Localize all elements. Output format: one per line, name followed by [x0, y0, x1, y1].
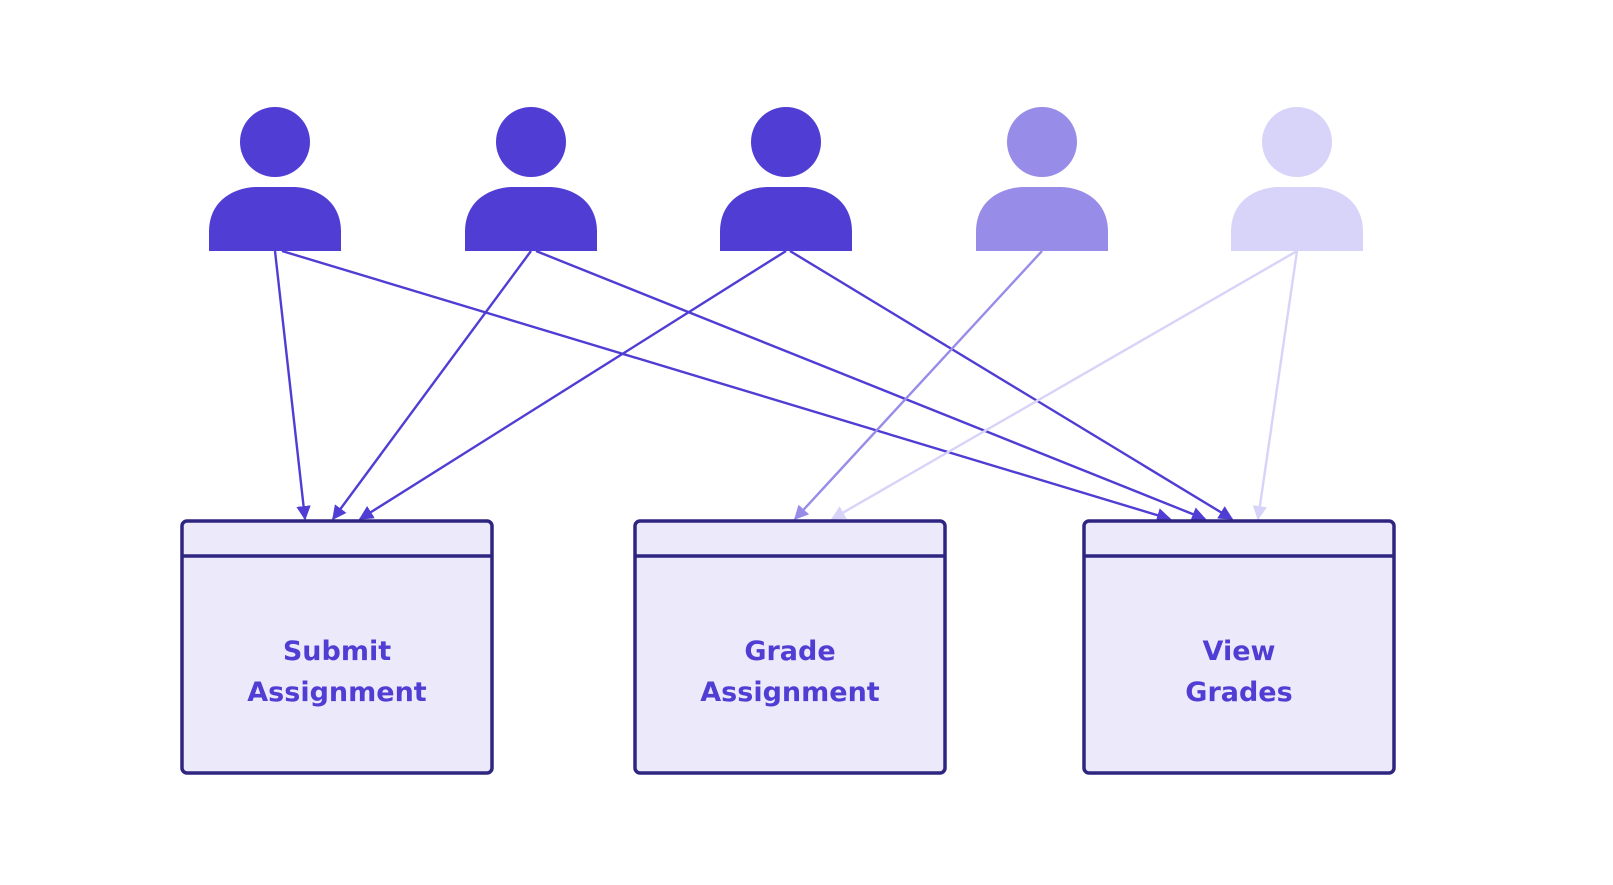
connection-actor-2-to-submit-assignment — [332, 250, 532, 521]
actor-4-head — [1007, 107, 1077, 177]
connection-actor-3-to-submit-assignment — [358, 249, 787, 521]
view-grades-frame — [1082, 519, 1396, 775]
submit-assignment-frame — [180, 519, 494, 775]
grade-assignment-frame — [633, 519, 947, 775]
actor-1-body — [209, 187, 341, 251]
actor-2-head — [496, 107, 566, 177]
actor-1-head — [240, 107, 310, 177]
actor-2-person-icon — [465, 107, 597, 251]
connection-actor-1-to-view-grades — [281, 249, 1172, 523]
connection-actor-5-to-grade-assignment — [830, 249, 1298, 521]
actor-1-person-icon — [209, 107, 341, 251]
actor-4-person-icon — [976, 107, 1108, 251]
submit-assignment-label-line-2: Assignment — [247, 677, 427, 708]
actor-4-body — [976, 187, 1108, 251]
grade-assignment-label-line-1: Grade — [744, 636, 835, 667]
connections — [273, 249, 1299, 523]
actors — [209, 107, 1363, 251]
grade-assignment-label-line-2: Assignment — [700, 677, 880, 708]
view-grades-label-line-1: View — [1203, 636, 1276, 667]
connection-actor-3-to-view-grades — [789, 249, 1234, 521]
actor-3-head — [751, 107, 821, 177]
actor-5-body — [1231, 187, 1363, 251]
connection-actor-1-to-submit-assignment — [273, 250, 311, 521]
actor-3-person-icon — [720, 107, 852, 251]
view-grades-label-line-2: Grades — [1185, 677, 1292, 708]
actor-2-body — [465, 187, 597, 251]
submit-assignment-label-line-1: Submit — [283, 636, 391, 667]
connection-actor-5-to-view-grades — [1252, 250, 1299, 521]
actor-3-body — [720, 187, 852, 251]
connection-actor-2-to-view-grades — [535, 249, 1207, 521]
actor-5-person-icon — [1231, 107, 1363, 251]
actor-5-head — [1262, 107, 1332, 177]
connection-actor-4-to-grade-assignment — [794, 250, 1043, 521]
boxes: SubmitAssignmentGradeAssignmentViewGrade… — [180, 519, 1396, 775]
